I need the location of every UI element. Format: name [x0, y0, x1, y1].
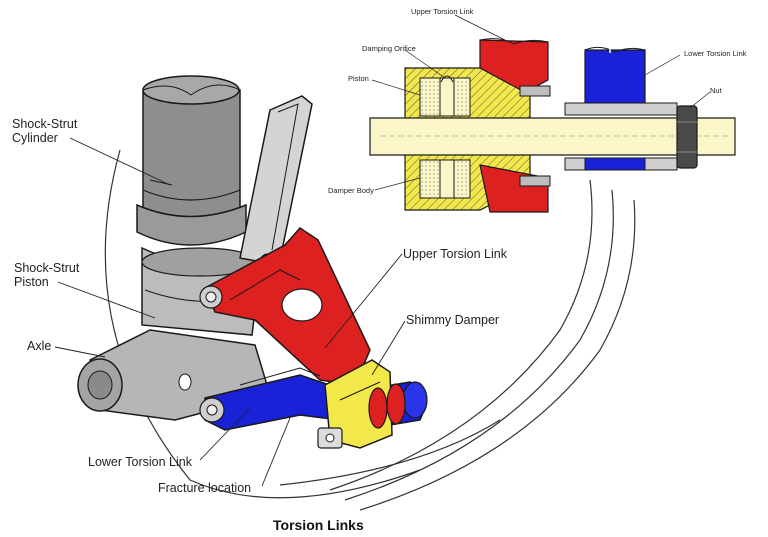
upper-torsion-link	[199, 227, 371, 386]
label-upper-torsion-link: Upper Torsion Link	[403, 247, 507, 261]
label-shimmy-damper: Shimmy Damper	[406, 313, 500, 327]
diagram-caption: Torsion Links	[273, 517, 364, 533]
shock-strut-cylinder	[136, 75, 247, 246]
label-shock-strut-cylinder-line2: Cylinder	[12, 131, 58, 145]
tire-arcs	[104, 149, 636, 511]
label-axle: Axle	[27, 339, 52, 353]
inset-label-lower-torsion-link: Lower Torsion Link	[684, 49, 747, 58]
inset-label-damper-body: Damper Body	[328, 186, 374, 195]
label-shock-strut-cylinder-line1: Shock-Strut	[12, 117, 78, 131]
label-fracture-location: Fracture location	[158, 481, 252, 495]
label-lower-torsion-link: Lower Torsion Link	[88, 455, 192, 469]
label-shock-strut-piston-line1: Shock-Strut	[14, 261, 80, 275]
damper-cross-section	[369, 14, 736, 213]
leader-lines	[54, 137, 406, 487]
inset-label-damping-orifice: Damping Orifice	[362, 44, 416, 53]
inset-label-nut: Nut	[710, 86, 722, 95]
label-shock-strut-piston-line2: Piston	[14, 275, 49, 289]
inset-label-upper-torsion-link: Upper Torsion Link	[411, 7, 474, 16]
label-shock-strut-piston: Shock-Strut Piston	[14, 261, 79, 289]
shimmy-damper	[317, 359, 406, 449]
label-shock-strut-cylinder: Shock-Strut Cylinder	[12, 117, 77, 145]
inset-label-piston: Piston	[348, 74, 369, 83]
